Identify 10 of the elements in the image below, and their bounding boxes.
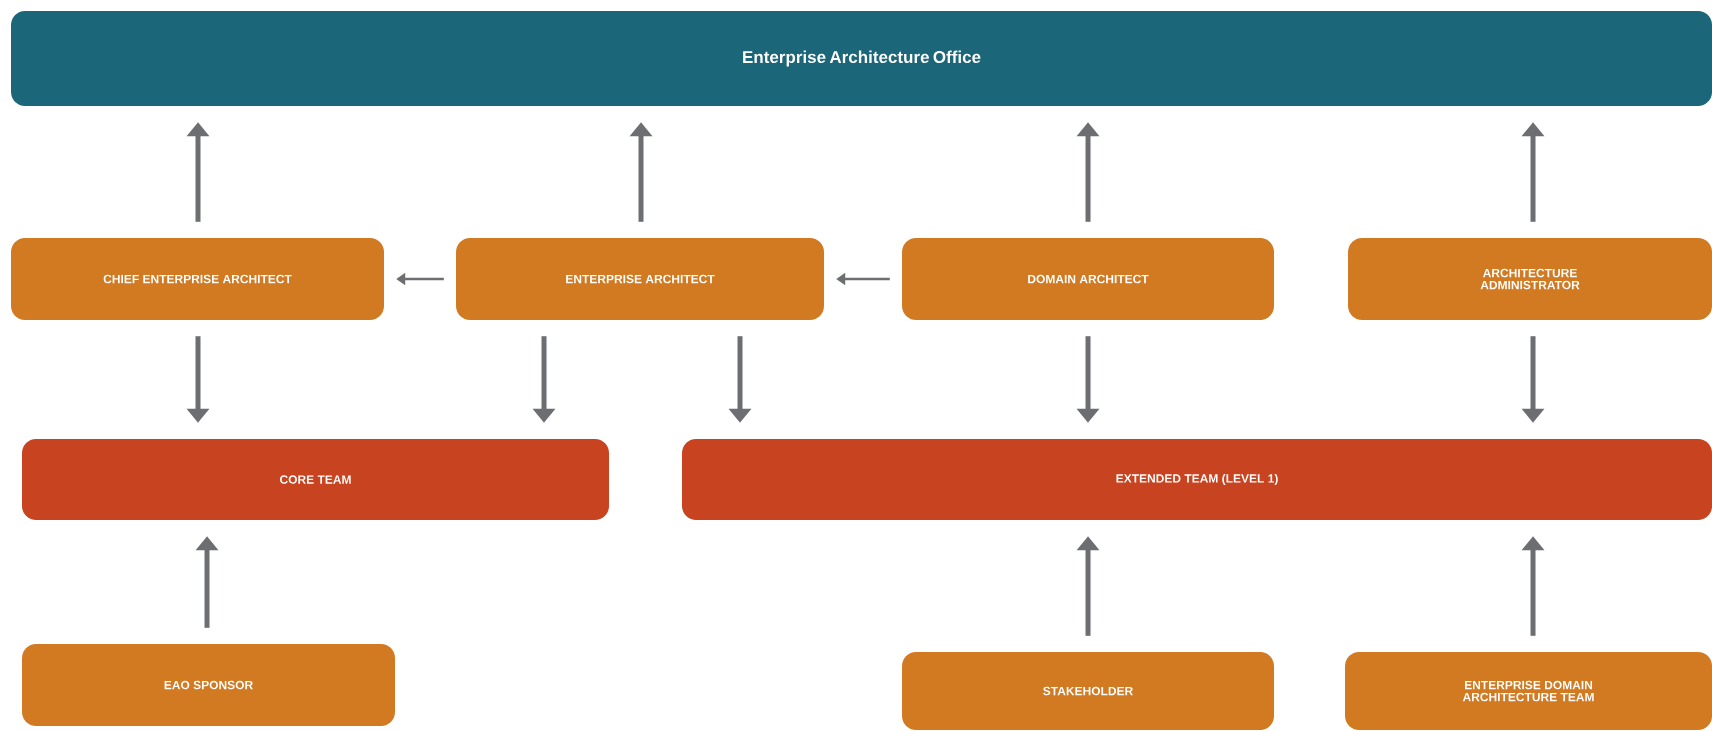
role-box: ENTERPRISE DOMAIN ARCHITECTURE TEAM xyxy=(1345,652,1712,730)
role-box: STAKEHOLDER xyxy=(902,652,1274,730)
role-box: CHIEF ENTERPRISE ARCHITECT xyxy=(11,238,384,320)
role-box: DOMAIN ARCHITECT xyxy=(902,238,1274,320)
office-banner: Enterprise Architecture Office xyxy=(11,11,1712,106)
team-band: EXTENDED TEAM (LEVEL 1) xyxy=(682,439,1712,520)
role-box: ARCHITECTURE ADMINISTRATOR xyxy=(1348,238,1712,320)
role-box: EAO SPONSOR xyxy=(22,644,395,726)
team-band: CORE TEAM xyxy=(22,439,609,520)
role-box: ENTERPRISE ARCHITECT xyxy=(456,238,824,320)
